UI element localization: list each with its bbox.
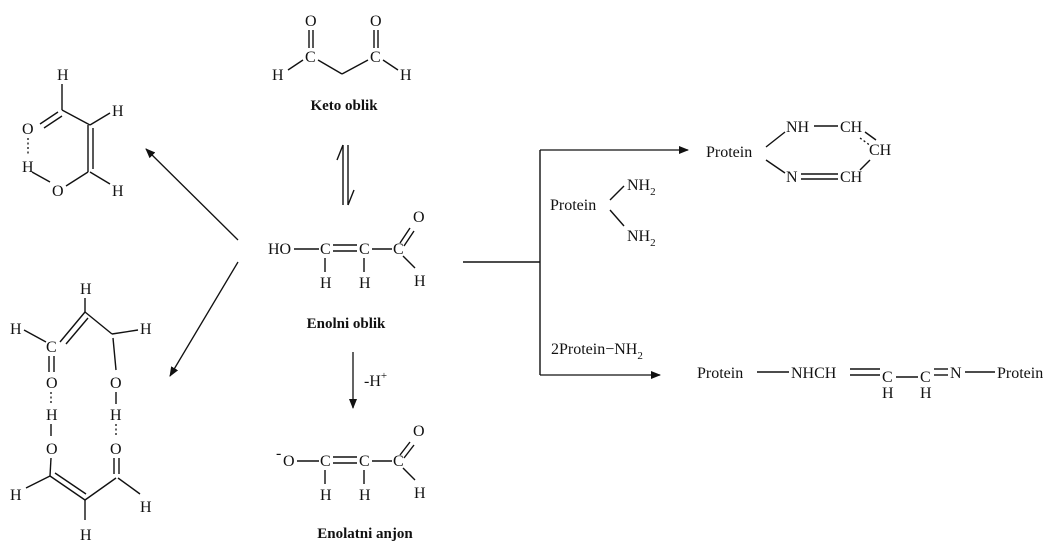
chain-hydrogen-2: H [920, 385, 932, 402]
keto-hydrogen-left: H [272, 67, 284, 84]
diamine-reagent: Protein NH2 NH2 [550, 177, 656, 249]
enolate-carbon-2: C [359, 453, 370, 470]
arrow-to-monomer [145, 148, 239, 241]
dimer-carbon-top-left: C [46, 339, 57, 356]
chain-carbon-2: C [920, 369, 931, 386]
dimer-oxygen-bottom-carbonyl: O [110, 441, 122, 458]
keto-label: Keto oblik [310, 98, 378, 114]
dimer-hydrogen-bridge-right: H [110, 407, 122, 424]
ring-n: N [786, 169, 798, 186]
dimer-hydrogen-bottom-left: H [10, 487, 22, 504]
ring-nh: NH [786, 119, 810, 136]
enolate-structure: O - O C C C H H H Enolatni anjon [276, 423, 426, 542]
enol-label: Enolni oblik [307, 316, 386, 332]
enolate-carbon-1: C [320, 453, 331, 470]
diamine-protein-label: Protein [550, 197, 596, 214]
enolate-negative-charge: - [276, 445, 281, 462]
enol-carbon-1: C [320, 241, 331, 258]
mono-oxygen-carbonyl: O [22, 121, 34, 138]
dimer-hydrogen-bottom: H [80, 527, 92, 544]
keto-hydrogen-right: H [400, 67, 412, 84]
ring-ch-top: CH [840, 119, 863, 136]
bis-imine-chain-product: Protein NHCH C H C H N Protein [697, 365, 1043, 402]
chain-carbon-1: C [882, 369, 893, 386]
chain-protein-right: Protein [997, 365, 1043, 382]
enol-hydrogen-3: H [414, 273, 426, 290]
enol-form-structure: O HO C C C H H H Enolni oblik [268, 209, 426, 332]
chain-hydrogen-1: H [882, 385, 894, 402]
enol-carbon-2: C [359, 241, 370, 258]
enolate-label: Enolatni anjon [317, 526, 413, 542]
dimer-structure: H H H C O O H H O O H H H [10, 281, 152, 544]
mono-oxygen-hydroxyl: O [52, 183, 64, 200]
mono-hydrogen-right-bottom: H [112, 183, 124, 200]
keto-oxygen-left: O [305, 13, 317, 30]
equilibrium-arrows [336, 144, 355, 206]
enol-hydrogen-2: H [359, 275, 371, 292]
dimer-hydrogen-bottom-right: H [140, 499, 152, 516]
dimer-oxygen-top-hydroxyl: O [110, 375, 122, 392]
chain-nitrogen: N [950, 365, 962, 382]
enolate-hydrogen-3: H [414, 485, 426, 502]
enol-carbon-3: C [393, 241, 404, 258]
protein-reaction-branch [463, 146, 689, 379]
enol-oxygen-carbonyl: O [413, 209, 425, 226]
enolate-oxygen-anion: O [283, 453, 295, 470]
enolate-hydrogen-2: H [359, 487, 371, 504]
keto-carbon-left: C [305, 49, 316, 66]
enolate-carbon-3: C [393, 453, 404, 470]
keto-carbon-right: C [370, 49, 381, 66]
dimer-hydrogen-bridge-left: H [46, 407, 58, 424]
diamine-nh2-top: NH2 [627, 177, 656, 198]
enolate-oxygen-carbonyl: O [413, 423, 425, 440]
keto-oxygen-right: O [370, 13, 382, 30]
diamine-nh2-bottom: NH2 [627, 228, 656, 249]
dimer-hydrogen-top: H [80, 281, 92, 298]
enol-hydrogen-1: H [320, 275, 332, 292]
ring-ch-right: CH [869, 142, 892, 159]
ring-ch-bottom: CH [840, 169, 863, 186]
keto-form-structure: O O C C H H Keto oblik [272, 13, 412, 114]
chain-protein-left: Protein [697, 365, 743, 382]
dimer-hydrogen-top-left: H [10, 321, 22, 338]
diazepine-ring-product: Protein NH CH CH N CH [706, 119, 892, 186]
chain-nhch: NHCH [791, 365, 837, 382]
enol-hydroxyl: HO [268, 241, 291, 258]
intramolecular-hbond-structure: H H O H O H [22, 67, 124, 200]
enolate-hydrogen-1: H [320, 487, 332, 504]
arrow-to-dimer [169, 261, 239, 377]
ring-protein-label: Protein [706, 144, 752, 161]
mono-hydrogen-top: H [57, 67, 69, 84]
dimer-oxygen-top-carbonyl: O [46, 375, 58, 392]
deprotonation-arrow: -H+ [349, 352, 387, 409]
deprotonation-label: -H+ [364, 370, 387, 390]
dimer-oxygen-bottom-hydroxyl: O [46, 441, 58, 458]
mono-hydrogen-right-top: H [112, 103, 124, 120]
two-protein-amine-reagent: 2Protein−NH2 [551, 341, 643, 362]
dimer-hydrogen-top-right: H [140, 321, 152, 338]
mono-hydrogen-bridge: H [22, 159, 34, 176]
